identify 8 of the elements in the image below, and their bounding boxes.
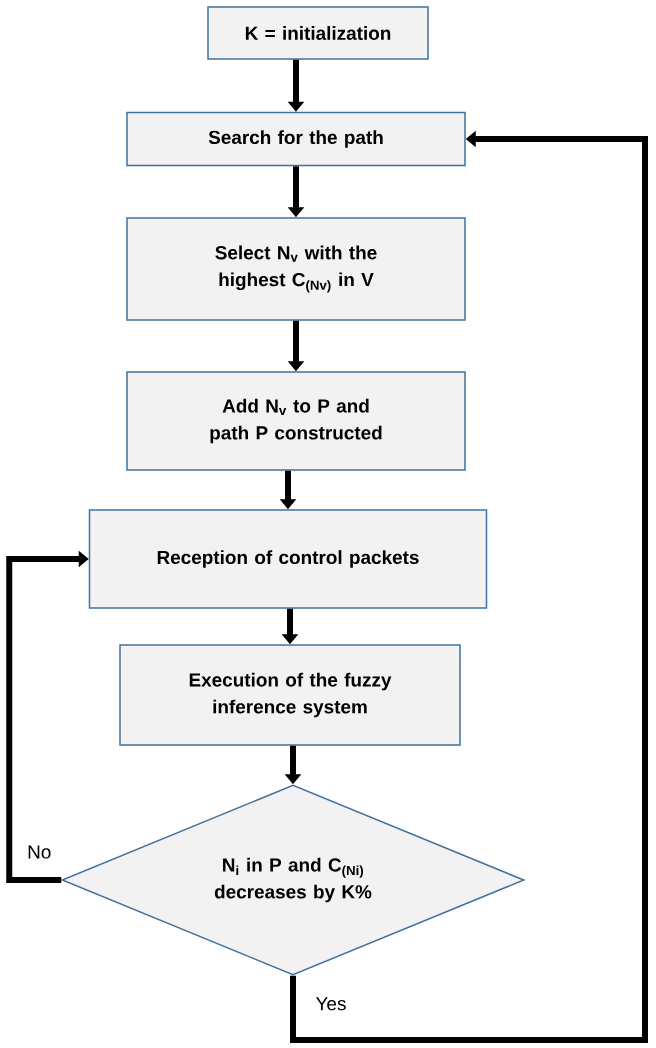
edge-label: No	[26, 844, 53, 860]
edge-label: Yes	[314, 996, 348, 1012]
process-box: Execution of the fuzzy inference system	[119, 644, 461, 746]
process-box: Add N$_{v}$ to P and path P constructed	[126, 371, 466, 471]
process-box: Search for the path	[126, 111, 466, 167]
process-box: K = initialization	[207, 6, 429, 60]
process-box: Select N$_{v}$ with the highest C$_{(Nv)}$ in V	[126, 217, 466, 321]
process-box: Reception of control packets	[88, 509, 488, 609]
